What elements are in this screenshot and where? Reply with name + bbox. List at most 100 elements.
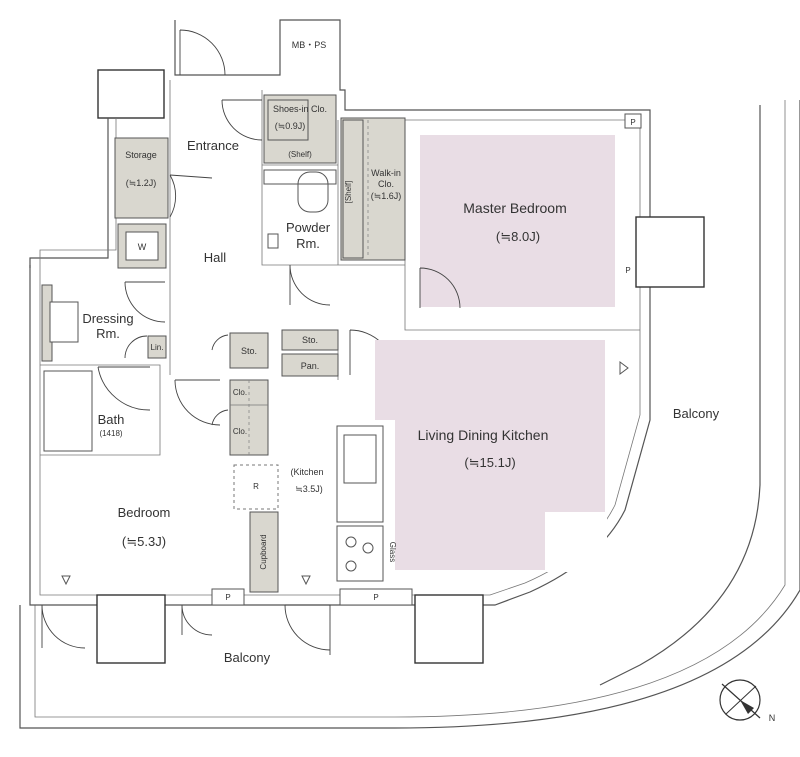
balcony-inner-edge [599, 105, 761, 686]
fridge-space [233, 464, 279, 510]
dressing-label-2: Rm. [96, 326, 120, 341]
shoes-shelf: (Shelf) [288, 150, 312, 159]
dressing-label-1: Dressing [82, 311, 133, 326]
mb-ps-label: MB・PS [292, 40, 327, 50]
walkin-closet [340, 117, 406, 261]
linen-door [124, 335, 148, 359]
clo-label-2: Clo. [233, 427, 247, 436]
compass: N [719, 679, 776, 723]
vent-marker-right [619, 361, 629, 375]
walkin-label-1: Walk-in [371, 168, 401, 178]
sto-left-box [229, 332, 269, 369]
master-label: Master Bedroom [463, 200, 566, 216]
linen-label: Lin. [151, 343, 164, 352]
glass-label: Glass [388, 542, 397, 562]
toilet [297, 171, 329, 213]
balcony-outline [19, 100, 800, 729]
clo-label-1: Clo. [233, 388, 247, 397]
p-box-bottom-left [211, 588, 245, 606]
vent-marker-bedroom [61, 575, 71, 586]
fridge-label: R [253, 482, 259, 491]
exterior-wall [29, 19, 651, 606]
ldk-area: (≒15.1J) [464, 455, 515, 470]
burner-1 [345, 536, 357, 548]
balcony-bottom-label: Balcony [224, 650, 271, 665]
master-bedroom-zone [420, 135, 615, 307]
kitchen-area: ≒3.5J) [295, 484, 323, 494]
powder-sink [267, 233, 279, 249]
walkin-shelf-label: [Shelf] [344, 181, 353, 204]
compass-needle [740, 700, 754, 714]
shoes-area: (≒0.9J) [275, 121, 306, 131]
cupboard-label: Cupboard [259, 534, 268, 569]
walkin-label-2: Clo. [378, 179, 394, 189]
master-door [419, 267, 461, 309]
powder-counter [263, 169, 337, 185]
storage-area: (≒1.2J) [126, 178, 157, 188]
ldk-notch [545, 512, 607, 572]
compass-ring [719, 679, 761, 721]
walkin-area: (≒1.6J) [371, 191, 402, 201]
burner-3 [345, 560, 357, 572]
p-mark-bottom-right: P [373, 593, 378, 602]
balcony-door-mid [181, 604, 213, 636]
burner-2 [362, 542, 374, 554]
bedroom-label: Bedroom [118, 505, 171, 520]
kitchen-label: (Kitchen [290, 467, 323, 477]
dressing-sink [49, 301, 79, 343]
bath-walls [40, 364, 161, 456]
bathtub [43, 370, 93, 452]
entrance-label: Entrance [187, 138, 239, 153]
bottom-column-left [96, 594, 166, 664]
pantry-box [281, 353, 339, 377]
shoes-closet [263, 94, 337, 164]
shoes-shelf-box [267, 99, 309, 141]
right-column [635, 216, 705, 288]
bath-door [97, 366, 151, 411]
powder-label-2: Rm. [296, 236, 320, 251]
p-mark-top: P [630, 118, 635, 127]
closet-door-left [211, 334, 229, 426]
washer-inner [125, 231, 159, 261]
hall-label: Hall [204, 250, 227, 265]
cupboard [249, 511, 279, 593]
shoes-door [221, 99, 263, 141]
sto-left-label: Sto. [241, 346, 257, 356]
hall-door [174, 379, 221, 426]
dressing-door [124, 281, 166, 323]
master-area: (≒8.0J) [496, 229, 540, 244]
ldk-label: Living Dining Kitchen [418, 427, 549, 443]
kitchen-cooktop [336, 525, 384, 582]
p-mark-bottom-left: P [225, 593, 230, 602]
storage-closet [114, 137, 169, 219]
linen-closet [147, 335, 167, 359]
compass-north: N [769, 713, 776, 723]
vent-marker-kitchen [301, 575, 311, 586]
entrance-walls [169, 80, 640, 380]
left-wall [29, 118, 109, 268]
compass-line-2 [725, 685, 757, 715]
p-box-bottom-right [339, 588, 413, 606]
bath-size: (1418) [99, 429, 122, 438]
powder-door [289, 264, 331, 306]
bath-label: Bath [98, 412, 125, 427]
bottom-column-right [414, 594, 484, 664]
balcony-door-right [284, 604, 331, 655]
balcony-right-label: Balcony [673, 406, 720, 421]
sto-right-box [281, 329, 339, 351]
pantry-label: Pan. [301, 361, 320, 371]
entrance-door [179, 29, 226, 76]
walkin-shelf [342, 119, 364, 259]
p-box-top [624, 113, 642, 129]
balcony-railing [34, 100, 786, 718]
kitchen-sink [343, 434, 377, 484]
storage-door [169, 174, 213, 218]
p-mark-right: P [625, 266, 630, 275]
balcony-door-left [41, 604, 86, 649]
bedroom-area: (≒5.3J) [122, 534, 166, 549]
washer-label: W [138, 242, 147, 252]
shoes-label: Shoes-in Clo. [273, 104, 327, 114]
left-wall-inner [39, 118, 117, 270]
structural-column [97, 69, 165, 119]
